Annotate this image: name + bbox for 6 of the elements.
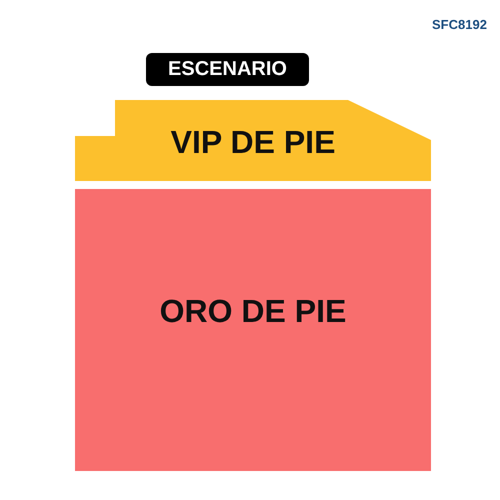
chart-code: SFC8192 [432,17,487,32]
standing-section [75,189,431,471]
stage-sign: ESCENARIO [146,53,309,86]
standing-section [75,100,431,181]
section-label: ORO DE PIE [160,294,346,330]
section-label: VIP DE PIE [170,125,336,160]
